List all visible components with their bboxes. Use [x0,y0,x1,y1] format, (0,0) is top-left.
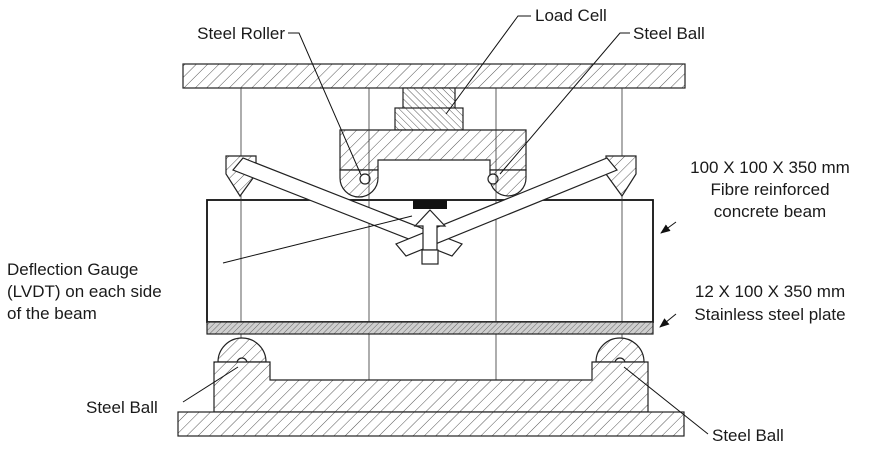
leader-load-cell [445,15,531,115]
leader-steel-ball-left [182,366,239,403]
label-plate-description: Stainless steel plate [694,305,845,324]
upper-loading-yoke [339,129,527,171]
leader-steel-roller [288,32,362,176]
label-gauge-line1: Deflection Gauge [7,260,138,279]
label-steel-ball-left: Steel Ball [86,398,158,417]
leader-beam [660,221,677,234]
load-cell-collar [394,107,464,131]
label-steel-roller: Steel Roller [197,24,285,43]
label-gauge-line2: (LVDT) on each side [7,282,162,301]
top-loading-plate [182,63,686,89]
lower-right-support [595,337,645,363]
left-yoke-arm [232,157,463,257]
bottom-base-plate [177,411,685,437]
leader-deflection-gauge [222,215,413,264]
upper-left-roller-support [339,169,379,198]
leader-steel-ball-top [499,32,630,175]
label-steel-ball-right: Steel Ball [712,426,784,445]
label-gauge-line3: of the beam [7,304,97,323]
label-steel-ball-top: Steel Ball [633,24,705,43]
lower-left-support [217,337,267,363]
label-load-cell: Load Cell [535,6,607,25]
label-beam-dimensions: 100 X 100 X 350 mm [690,158,850,177]
label-beam-line1: Fibre reinforced [710,180,829,199]
lvdt-body [421,249,439,265]
steel-ball-top [487,173,499,185]
label-beam-line2: concrete beam [714,202,826,221]
label-plate-dimensions: 12 X 100 X 350 mm [695,282,845,301]
stainless-steel-plate [206,321,654,335]
leader-steel-ball-right [623,366,709,435]
lvdt-contact-plate [413,200,447,209]
right-yoke-arm [395,157,618,257]
steel-roller [359,173,371,185]
leader-plate [659,313,677,328]
base-support-frame [213,361,649,413]
